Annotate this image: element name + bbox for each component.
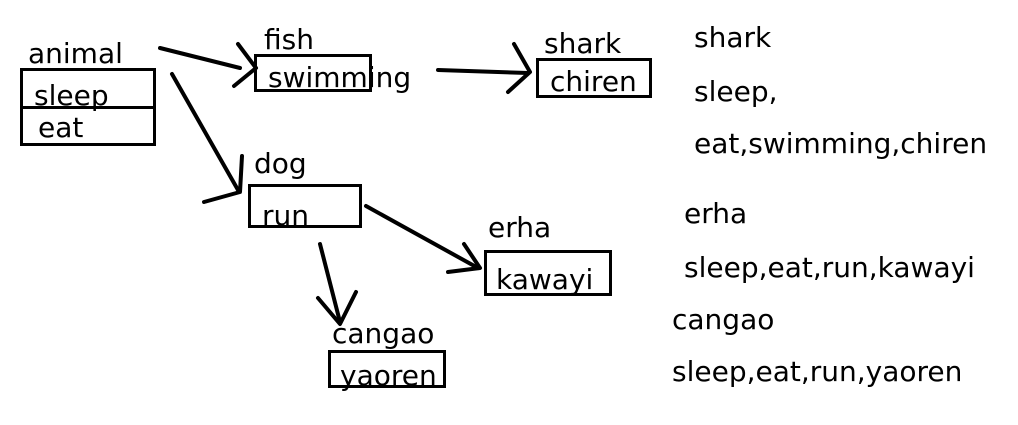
class-name-dog: dog xyxy=(254,147,307,180)
summary-shark-line1: sleep, xyxy=(694,75,778,108)
summary-erha-name: erha xyxy=(684,197,748,230)
member-cangao-yaoren: yaoren xyxy=(340,359,437,392)
arrow-dog-to-cangao xyxy=(316,242,358,326)
class-name-shark: shark xyxy=(544,27,622,60)
class-name-animal: animal xyxy=(28,37,123,70)
summary-erha-line1: sleep,eat,run,kawayi xyxy=(684,251,975,284)
member-erha-kawayi: kawayi xyxy=(496,263,594,296)
arrow-animal-to-dog xyxy=(170,72,244,204)
class-box-animal xyxy=(20,68,156,146)
class-box-fish xyxy=(254,54,372,92)
member-dog-run: run xyxy=(262,199,310,232)
arrow-dog-to-erha xyxy=(364,204,482,274)
class-box-shark xyxy=(536,58,652,98)
class-box-dog xyxy=(248,184,362,228)
summary-cangao-line1: sleep,eat,run,yaoren xyxy=(672,355,963,388)
member-divider xyxy=(23,106,153,109)
class-box-erha xyxy=(484,250,612,296)
class-name-fish: fish xyxy=(264,23,314,56)
member-shark-chiren: chiren xyxy=(550,65,637,98)
arrow-fish-to-shark xyxy=(436,42,532,94)
member-animal-sleep: sleep xyxy=(34,79,109,112)
member-animal-eat: eat xyxy=(38,111,84,144)
summary-shark-line2: eat,swimming,chiren xyxy=(694,127,988,160)
class-name-erha: erha xyxy=(488,211,552,244)
summary-cangao-name: cangao xyxy=(672,303,775,336)
class-box-cangao xyxy=(328,350,446,388)
class-name-cangao: cangao xyxy=(332,317,435,350)
member-fish-swimming: swimming xyxy=(268,61,412,94)
summary-shark-name: shark xyxy=(694,21,772,54)
